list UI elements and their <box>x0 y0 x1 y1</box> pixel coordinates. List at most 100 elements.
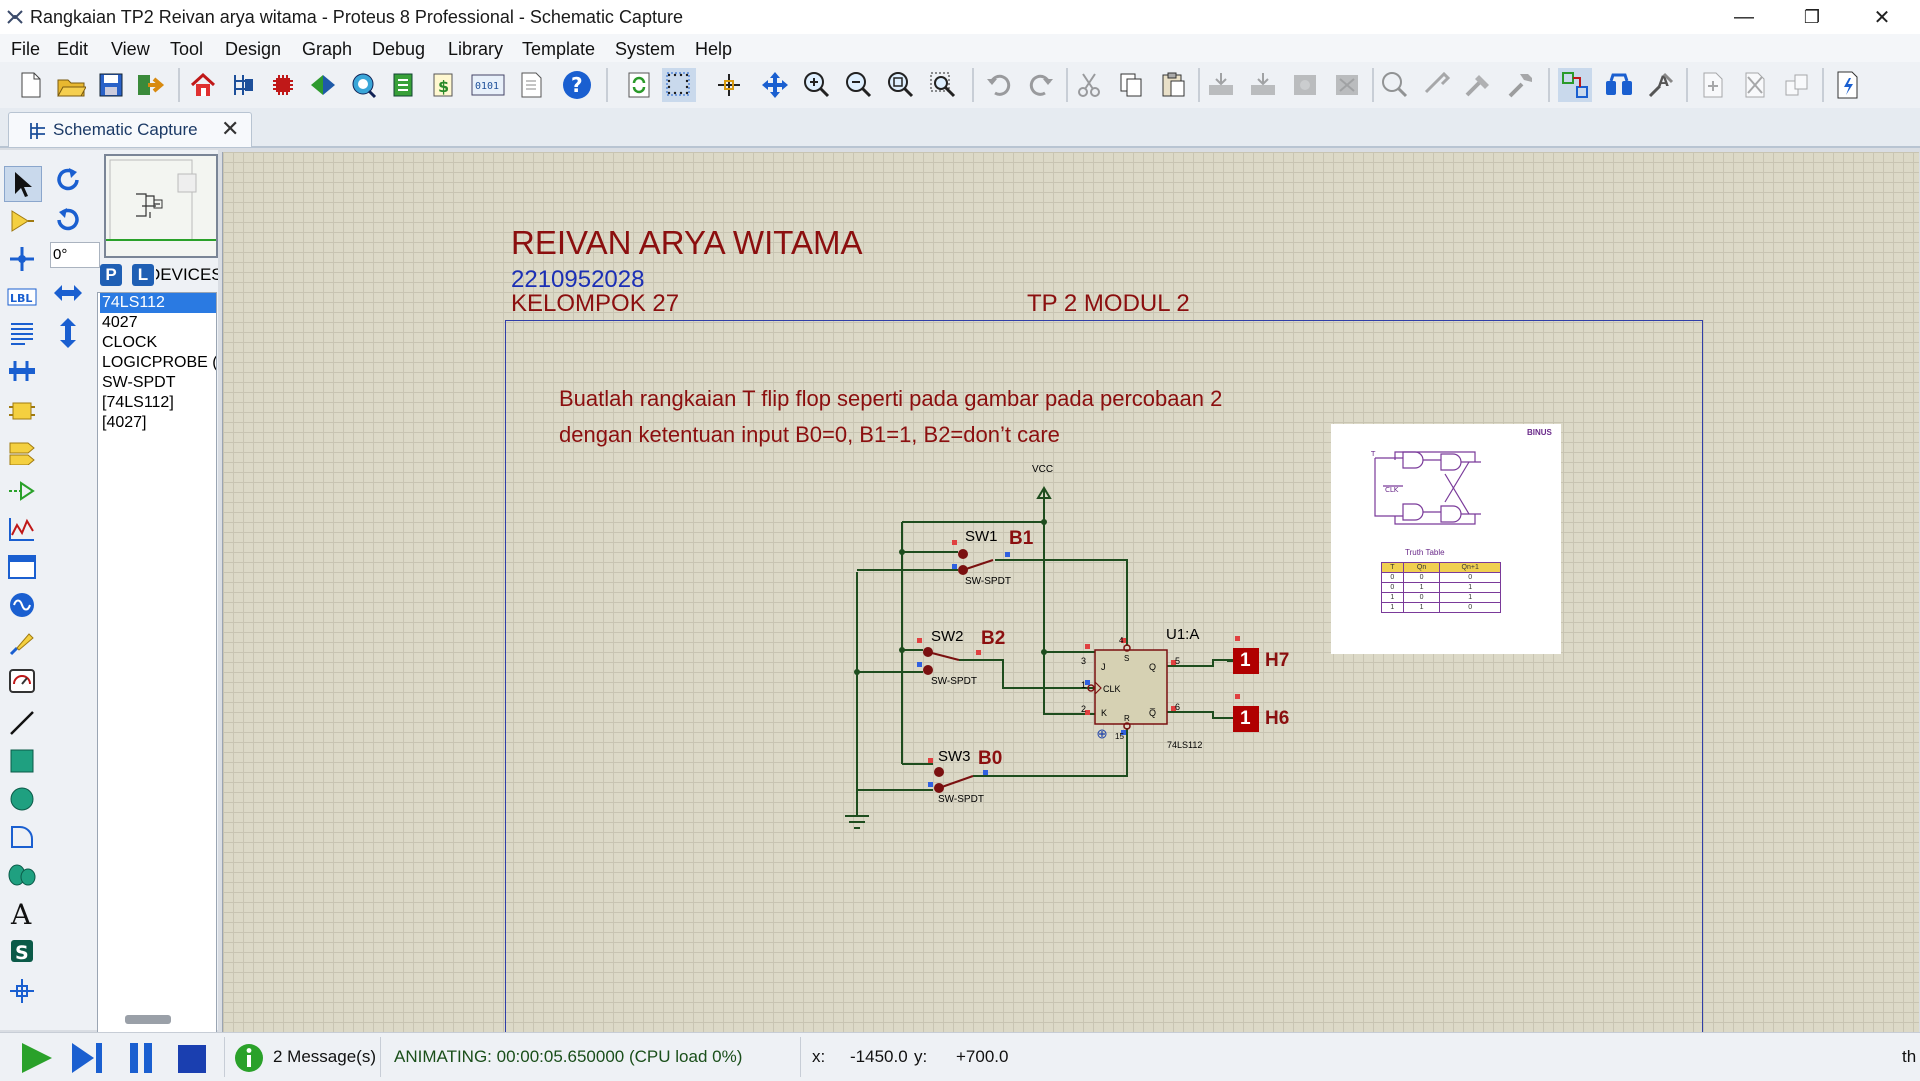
tab-close-icon[interactable]: ✕ <box>221 116 240 141</box>
play-button[interactable] <box>18 1041 54 1080</box>
make-device-icon[interactable] <box>1420 68 1454 102</box>
info-icon[interactable] <box>234 1043 264 1078</box>
exit-to-parent-icon[interactable] <box>1780 68 1814 102</box>
device-item[interactable]: 74LS112 <box>100 293 216 313</box>
cut-icon[interactable] <box>1072 68 1106 102</box>
symbol-tool-icon[interactable]: S <box>4 934 40 968</box>
device-list-scrollbar[interactable] <box>125 1015 171 1024</box>
menu-tool[interactable]: Tool <box>170 39 204 59</box>
reference-image[interactable]: BINUS T CLK Truth Table T Qn Qn+1 <box>1331 424 1561 654</box>
rotate-clockwise-icon[interactable] <box>50 164 86 198</box>
instruction-line-1[interactable]: Buatlah rangkaian T flip flop seperti pa… <box>559 386 1223 411</box>
remove-sheet-icon[interactable] <box>1738 68 1772 102</box>
notes-icon[interactable] <box>514 68 548 102</box>
tab-schematic-capture[interactable]: Schematic Capture ✕ <box>8 112 252 147</box>
vsm-studio-icon[interactable] <box>1830 68 1864 102</box>
tape-recorder-icon[interactable] <box>4 550 40 584</box>
menu-system[interactable]: System <box>615 39 676 59</box>
wire-label-icon[interactable]: LBL <box>4 280 40 314</box>
path-tool-icon[interactable] <box>4 858 40 892</box>
mirror-x-icon[interactable] <box>50 276 86 310</box>
generator-mode-icon[interactable] <box>4 588 40 622</box>
zoom-area-icon[interactable] <box>926 68 960 102</box>
decompose-icon[interactable] <box>1504 68 1538 102</box>
sw1-ref[interactable]: SW1 <box>965 528 998 545</box>
restore-button[interactable]: ❐ <box>1803 6 1821 27</box>
design-explorer-icon[interactable] <box>386 68 420 102</box>
subcircuit-icon[interactable] <box>4 394 40 428</box>
block-move-icon[interactable] <box>1246 68 1280 102</box>
search-tag-icon[interactable] <box>1602 68 1636 102</box>
ic-ref[interactable]: U1:A <box>1166 626 1200 643</box>
bill-of-materials-icon[interactable]: $ <box>426 68 460 102</box>
device-item[interactable]: [4027] <box>102 414 147 431</box>
source-code-icon[interactable]: 0101 <box>468 68 508 102</box>
3d-visualizer-icon[interactable] <box>306 68 340 102</box>
help-icon[interactable]: ? <box>560 68 594 102</box>
device-pins-icon[interactable] <box>4 474 40 508</box>
title-name[interactable]: REIVAN ARYA WITAMA <box>511 224 863 261</box>
title-tp[interactable]: TP 2 MODUL 2 <box>1027 290 1190 317</box>
overview-preview-window[interactable] <box>104 154 218 258</box>
menu-file[interactable]: File <box>11 39 41 59</box>
title-group[interactable]: KELOMPOK 27 <box>511 290 680 317</box>
stop-button[interactable] <box>176 1043 208 1080</box>
box-tool-icon[interactable] <box>4 744 40 778</box>
menu-help[interactable]: Help <box>695 39 733 59</box>
line-tool-icon[interactable] <box>4 706 40 740</box>
library-manager-button[interactable]: L <box>132 264 154 286</box>
component-mode-icon[interactable] <box>4 204 40 238</box>
schematic-capture-icon[interactable] <box>226 68 260 102</box>
marker-tool-icon[interactable] <box>4 974 40 1008</box>
device-item[interactable]: 4027 <box>102 314 138 331</box>
origin-icon[interactable] <box>712 68 746 102</box>
zoom-in-icon[interactable] <box>800 68 834 102</box>
new-file-icon[interactable] <box>14 68 48 102</box>
gerber-viewer-icon[interactable] <box>346 68 380 102</box>
pick-device-icon[interactable] <box>1378 68 1412 102</box>
probe-h6-label[interactable]: H6 <box>1265 708 1290 729</box>
device-item[interactable]: LOGICPROBE ( <box>102 354 216 371</box>
minimize-button[interactable]: — <box>1734 5 1754 28</box>
menu-library[interactable]: Library <box>448 39 504 59</box>
block-copy-icon[interactable] <box>1204 68 1238 102</box>
junction-dot-icon[interactable] <box>4 242 40 276</box>
device-item[interactable]: CLOCK <box>102 334 158 351</box>
menu-template[interactable]: Template <box>522 39 596 59</box>
arc-tool-icon[interactable] <box>4 820 40 854</box>
toggle-grid-icon[interactable] <box>662 68 696 102</box>
menu-design[interactable]: Design <box>225 39 282 59</box>
menu-debug[interactable]: Debug <box>372 39 426 59</box>
probe-h7-label[interactable]: H7 <box>1265 650 1290 671</box>
paste-icon[interactable] <box>1156 68 1190 102</box>
device-item[interactable]: [74LS112] <box>102 394 174 411</box>
import-icon[interactable] <box>134 68 168 102</box>
circle-tool-icon[interactable] <box>4 782 40 816</box>
pick-devices-button[interactable]: P <box>100 264 122 286</box>
mirror-y-icon[interactable] <box>50 316 86 350</box>
text-script-icon[interactable] <box>4 316 40 350</box>
messages-count[interactable]: 2 Message(s) <box>273 1047 376 1066</box>
zoom-all-icon[interactable] <box>884 68 918 102</box>
rotation-angle-field[interactable]: 0° <box>50 242 100 268</box>
buses-icon[interactable] <box>4 354 40 388</box>
menu-edit[interactable]: Edit <box>57 39 89 59</box>
rotate-anticlockwise-icon[interactable] <box>50 204 86 238</box>
menu-graph[interactable]: Graph <box>302 39 353 59</box>
close-window-button[interactable]: ✕ <box>1873 6 1891 29</box>
pan-icon[interactable] <box>758 68 792 102</box>
title-nim[interactable]: 2210952028 <box>511 266 645 293</box>
graph-mode-icon[interactable] <box>4 512 40 546</box>
selection-mode-icon[interactable] <box>4 166 42 202</box>
copy-icon[interactable] <box>1114 68 1148 102</box>
pause-button[interactable] <box>126 1041 156 1080</box>
device-list[interactable]: 74LS112 4027 CLOCK LOGICPROBE ( SW-SPDT … <box>97 292 217 1034</box>
virtual-instruments-icon[interactable] <box>4 664 40 698</box>
save-icon[interactable] <box>94 68 128 102</box>
sw2-ref[interactable]: SW2 <box>931 628 964 645</box>
terminals-mode-icon[interactable] <box>4 434 40 468</box>
device-item[interactable]: SW-SPDT <box>102 374 176 391</box>
pcb-layout-icon[interactable] <box>266 68 300 102</box>
text-tool-icon[interactable]: A <box>4 896 40 930</box>
instruction-line-2[interactable]: dengan ketentuan input B0=0, B1=1, B2=do… <box>559 422 1060 447</box>
